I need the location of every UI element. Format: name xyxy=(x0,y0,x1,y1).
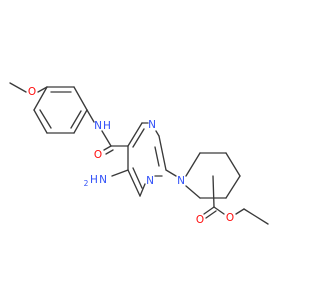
piperidine-ring xyxy=(185,152,241,199)
atom-n-pyrimidine-top: N xyxy=(148,119,156,131)
bond-ch2-ch3 xyxy=(243,208,269,225)
bond-methyl-o xyxy=(9,82,27,93)
pyrimidine-ring xyxy=(127,122,167,197)
atom-n-pyrimidine-bottom: N xyxy=(146,175,154,187)
atom-o-methoxy: O xyxy=(28,86,36,98)
atom-n-amide: N xyxy=(94,120,102,132)
bond-nh-carbonyl xyxy=(101,130,112,147)
bond-amide-co-2 xyxy=(105,149,114,155)
bond-ester-co-2 xyxy=(205,210,217,219)
bond-c4-nh2 xyxy=(111,169,129,177)
atom-h2-subscript: 2 xyxy=(84,179,89,188)
molecule-structure-diagram: O N H O N N N H 2 N O O xyxy=(9,82,269,226)
bond-o-ch2 xyxy=(235,208,245,215)
atom-n-piperidine: N xyxy=(177,175,185,187)
atom-h-amino: H xyxy=(90,174,98,186)
bond-o-aryl xyxy=(37,86,48,93)
bond-ester-co-single xyxy=(213,206,225,215)
atom-o-ester-ether: O xyxy=(226,212,234,224)
atom-o-ester-carbonyl: O xyxy=(196,214,204,226)
atom-o-amide: O xyxy=(94,149,102,161)
bond-c4-ester xyxy=(212,175,215,208)
bonds xyxy=(9,82,269,225)
atom-labels: O N H O N N N H 2 N O O xyxy=(28,86,234,226)
bond-ester-co-1 xyxy=(203,206,215,215)
atom-n-amino: N xyxy=(99,174,107,186)
bond-c2-npip xyxy=(165,169,177,177)
methoxyphenyl-ring xyxy=(33,86,88,134)
bond-amide-co-1 xyxy=(103,145,112,151)
bond-aryl-nh xyxy=(86,109,95,123)
atom-h-amide: H xyxy=(103,120,111,132)
